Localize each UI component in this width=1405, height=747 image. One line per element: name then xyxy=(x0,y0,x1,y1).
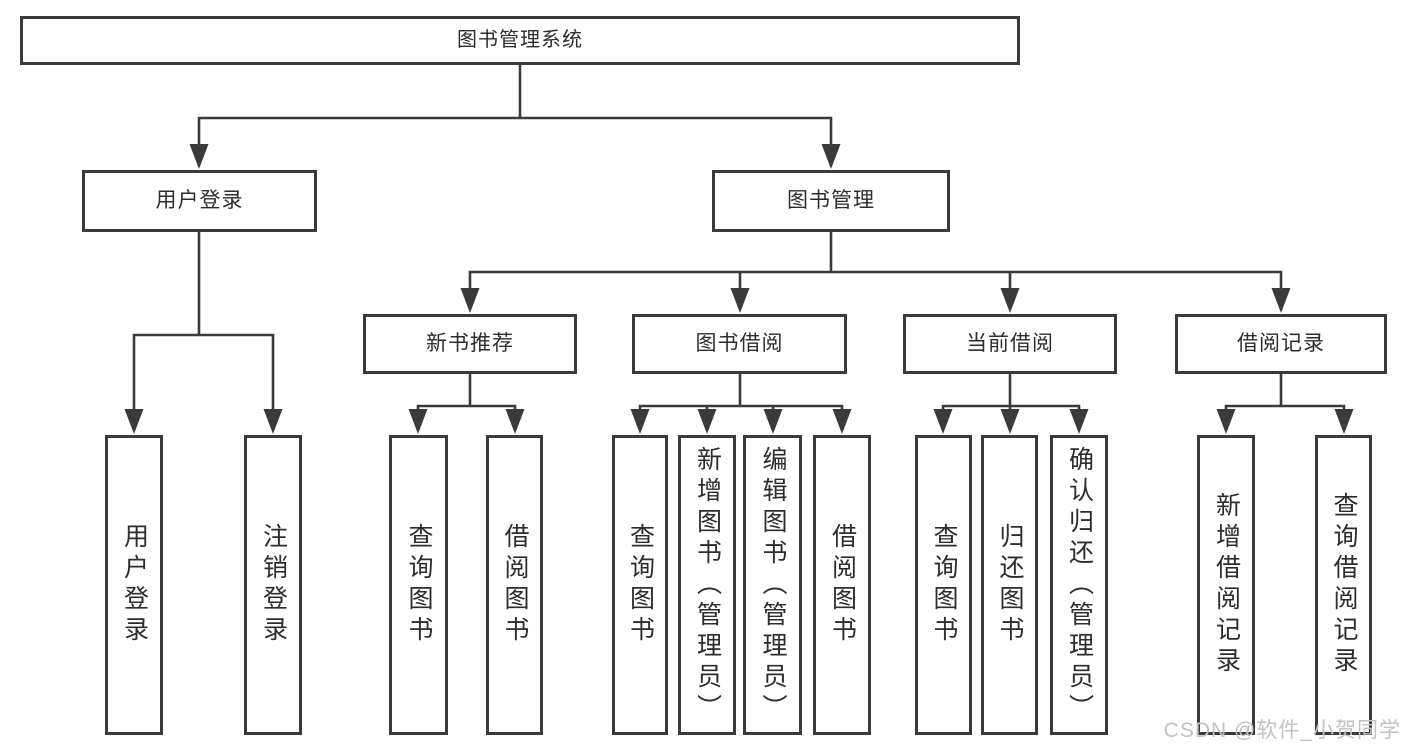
node-book-management: 图书管理 xyxy=(712,170,950,232)
arrowheads xyxy=(124,144,1354,434)
leaf-add-books-admin: 新增图书（管理员） xyxy=(678,435,736,735)
node-user-login: 用户登录 xyxy=(82,170,317,232)
leaf-query-borrow-record: 查询借阅记录 xyxy=(1315,435,1372,735)
leaf-query-books-3: 查询图书 xyxy=(915,435,972,735)
leaf-query-books-1: 查询图书 xyxy=(389,435,448,735)
leaf-confirm-return-admin: 确认归还（管理员） xyxy=(1050,435,1108,735)
leaf-return-books: 归还图书 xyxy=(981,435,1038,735)
leaf-user-login: 用户登录 xyxy=(105,435,163,735)
node-new-book-recommendation: 新书推荐 xyxy=(363,314,577,374)
node-library-management-system: 图书管理系统 xyxy=(20,16,1020,65)
leaf-edit-books-admin: 编辑图书（管理员） xyxy=(743,435,802,735)
node-borrowing-records: 借阅记录 xyxy=(1175,314,1387,374)
node-book-borrowing: 图书借阅 xyxy=(632,314,847,374)
leaf-borrow-books-2: 借阅图书 xyxy=(813,435,871,735)
node-current-borrowing: 当前借阅 xyxy=(903,314,1117,374)
csdn-watermark: CSDN @软件_小贺同学 xyxy=(1163,719,1401,742)
leaf-add-borrow-record: 新增借阅记录 xyxy=(1197,435,1255,735)
leaf-logout: 注销登录 xyxy=(244,435,302,735)
leaf-query-books-2: 查询图书 xyxy=(612,435,668,735)
leaf-borrow-books-1: 借阅图书 xyxy=(486,435,543,735)
